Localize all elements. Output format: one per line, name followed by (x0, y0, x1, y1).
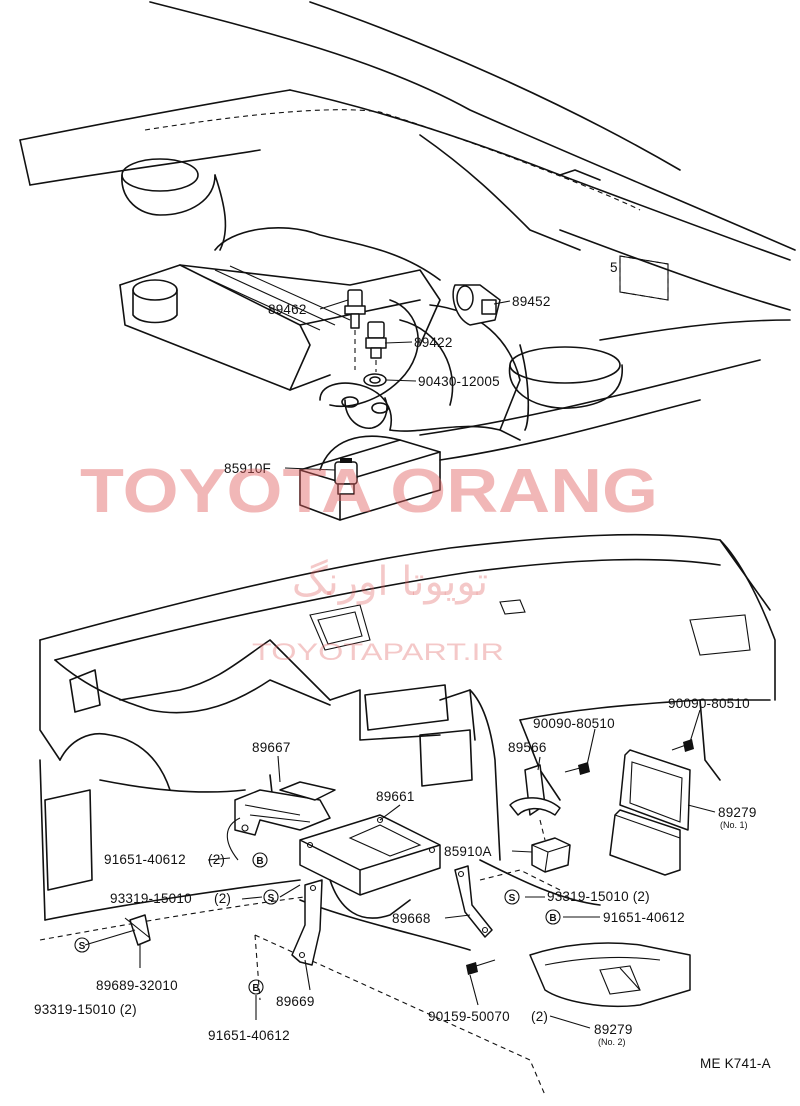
svg-text:S: S (79, 941, 86, 952)
label-89279-no1-sub: (No. 1) (720, 820, 748, 830)
label-89668: 89668 (392, 911, 431, 926)
engine-bay-drawing: 5 (19, 1, 796, 521)
label-89661: 89661 (376, 789, 415, 804)
label-90090-80510-a: 90090-80510 (533, 716, 615, 731)
bracket-89566 (509, 764, 561, 841)
svg-text:5: 5 (610, 260, 618, 275)
label-89566: 89566 (508, 740, 547, 755)
sensor-89452 (452, 284, 501, 326)
label-89279-no1: 89279 (718, 805, 757, 820)
sensor-89422 (365, 321, 387, 372)
label-90430-12005: 90430-12005 (418, 374, 500, 389)
watermark: TOYOTA ORANG تویوتا اورنگ TOYOTAPART.IR (80, 457, 658, 666)
cover-89279-no2 (529, 942, 691, 1008)
plate-89689-32010 (124, 914, 151, 946)
watermark-site: TOYOTAPART.IR (252, 639, 504, 666)
label-93319-15010-c: 93319-15010 (2) (34, 1002, 137, 1017)
label-89279-no2: 89279 (594, 1022, 633, 1037)
label-qty-2-a: (2) (208, 852, 225, 867)
part-labels: 89462 89452 89422 90430-12005 85910F 900… (34, 294, 771, 1071)
fasteners (466, 739, 694, 975)
cover-89279-no1 (609, 749, 691, 876)
svg-text:S: S (509, 893, 516, 904)
bracket-89668 (454, 865, 493, 938)
symbol-screw-c: S (74, 937, 90, 953)
label-89689-32010: 89689-32010 (96, 978, 178, 993)
label-91651-40612-c: 91651-40612 (208, 1028, 290, 1043)
label-90159-50070: 90159-50070 (428, 1009, 510, 1024)
label-93319-15010-b: 93319-15010 (2) (547, 889, 650, 904)
label-89279-no2-sub: (No. 2) (598, 1037, 626, 1047)
svg-text:B: B (252, 983, 259, 994)
relay-85910F (334, 458, 358, 495)
svg-text:B: B (256, 856, 263, 867)
label-91651-40612-a: 91651-40612 (104, 852, 186, 867)
bracket-89667 (234, 781, 336, 836)
label-89462: 89462 (268, 302, 307, 317)
watermark-brand-en: TOYOTA ORANG (80, 457, 658, 526)
label-89667: 89667 (252, 740, 291, 755)
label-91651-40612-b: 91651-40612 (603, 910, 685, 925)
label-qty-2-b: (2) (214, 891, 231, 906)
relay-85910A (531, 837, 571, 873)
symbol-screw-b: S (504, 889, 520, 905)
label-89422: 89422 (414, 335, 453, 350)
label-93319-15010-a: 93319-15010 (110, 891, 192, 906)
symbol-bolt-c: B (248, 979, 264, 995)
leader-lines (84, 299, 716, 1029)
gasket-90430-12005 (363, 373, 387, 387)
ecu-89661 (299, 814, 441, 919)
diagram-code: ME K741-A (700, 1056, 771, 1071)
symbol-bolt-b: B (545, 909, 561, 925)
svg-text:B: B (549, 913, 556, 924)
dashboard-drawing (39, 533, 776, 1096)
label-90090-80510-b: 90090-80510 (668, 696, 750, 711)
label-qty-2-c: (2) (531, 1009, 548, 1024)
label-89452: 89452 (512, 294, 551, 309)
svg-text:S: S (268, 893, 275, 904)
bracket-89669 (291, 879, 323, 966)
watermark-brand-fa: تویوتا اورنگ (292, 559, 488, 605)
symbol-screw-a: S (263, 889, 279, 905)
label-85910F: 85910F (224, 461, 271, 476)
label-85910A: 85910A (444, 844, 492, 859)
symbol-bolt-a: B (252, 852, 268, 868)
sensor-89462 (344, 289, 366, 370)
label-89669: 89669 (276, 994, 315, 1009)
